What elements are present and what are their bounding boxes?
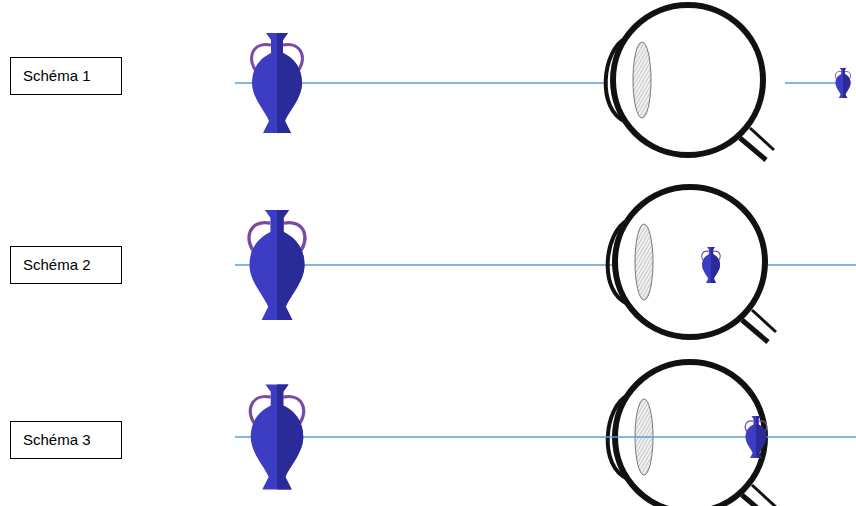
eye <box>606 5 774 160</box>
label-box: Schéma 3 <box>10 421 122 459</box>
label-box: Schéma 2 <box>10 246 122 284</box>
box-label: Schéma 1 <box>23 67 109 85</box>
vase-object <box>249 210 305 320</box>
eye <box>608 187 776 342</box>
vase-object <box>252 33 303 133</box>
vase-image <box>702 247 720 283</box>
eye <box>608 362 776 506</box>
vase-image <box>835 68 850 98</box>
vase-object <box>250 385 303 490</box>
box-label: Schéma 2 <box>23 256 109 274</box>
box-label: Schéma 3 <box>23 431 109 449</box>
light-ray <box>785 82 836 83</box>
vase-image <box>745 416 766 458</box>
label-box: Schéma 1 <box>10 57 122 95</box>
